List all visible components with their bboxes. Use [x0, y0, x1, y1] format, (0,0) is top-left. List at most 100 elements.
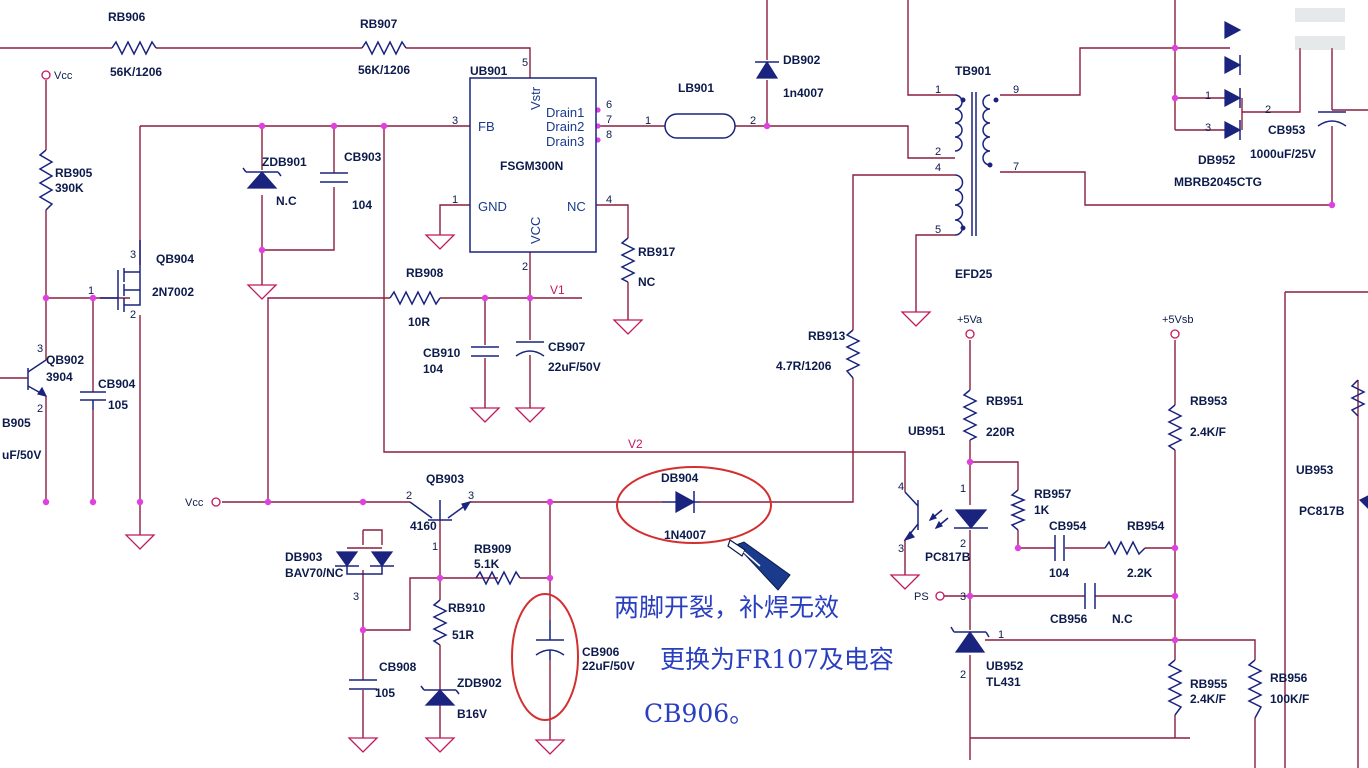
rb953-value: 2.4K/F	[1190, 425, 1226, 439]
db902-ref: DB902	[783, 53, 821, 67]
cb903-capacitor: CB903 104	[320, 150, 382, 212]
db903-value: BAV70/NC	[285, 566, 344, 580]
cb903-value: 104	[352, 198, 372, 212]
rb955-ref: RB955	[1190, 677, 1228, 691]
vcc-mid-terminal: Vcc	[185, 497, 221, 509]
cb910-value: 104	[423, 362, 443, 376]
qb903-value: 4160	[410, 519, 437, 533]
cb906-capacitor: CB906 22uF/50V	[535, 620, 635, 673]
cb907-value: 22uF/50V	[548, 360, 601, 374]
ub901-pin6: 6	[606, 99, 612, 111]
v5a-terminal: +5Va	[957, 314, 983, 339]
tb901-pin2: 2	[935, 146, 941, 158]
rb910-resistor: RB910 51R	[432, 599, 486, 646]
cb907-ref: CB907	[548, 340, 586, 354]
ub901-value: FSGM300N	[500, 159, 563, 173]
rb910-value: 51R	[452, 628, 474, 642]
zdb901-value: N.C	[276, 194, 297, 208]
tb901-pin7: 7	[1013, 161, 1019, 173]
ground-icon	[347, 737, 379, 753]
qb903-ref: QB903	[426, 472, 464, 486]
db952-value: MBRB2045CTG	[1174, 175, 1262, 189]
ub901-nc-label: NC	[567, 199, 586, 214]
ub952-pin1: 1	[998, 629, 1004, 641]
vcc-top-label: Vcc	[54, 70, 73, 82]
ground-icon	[514, 407, 546, 423]
rb907-ref: RB907	[360, 17, 398, 31]
tb901-transformer: TB901 EFD25 1 2 4 5 9 7	[935, 64, 1019, 281]
ub901-drain3-label: Drain3	[546, 134, 584, 149]
ground-icon	[424, 234, 456, 250]
zdb902-ref: ZDB902	[457, 676, 502, 690]
watermark-logo-icon	[1295, 8, 1345, 50]
db904-value: 1N4007	[664, 528, 706, 542]
cb904-capacitor: CB904 105	[80, 377, 136, 412]
cb906-value: 22uF/50V	[582, 659, 635, 673]
tb901-pin5: 5	[935, 224, 941, 236]
qb903-pin1: 1	[432, 541, 438, 553]
annotation-line-1: 两脚开裂，补焊无效	[614, 593, 839, 622]
ub901-pin1: 1	[452, 194, 458, 206]
cb954-ref: CB954	[1049, 519, 1087, 533]
qb904-pin2: 2	[130, 309, 136, 321]
cb908-value: 105	[375, 686, 395, 700]
repair-annotation: 两脚开裂，补焊无效 更换为FR107及电容 CB906。	[614, 593, 894, 728]
rb956-resistor: RB956 100K/F	[1247, 659, 1309, 719]
qb903-pin2: 2	[406, 490, 412, 502]
rb954-resistor: RB954 2.2K	[1104, 519, 1165, 580]
rb955-resistor: RB955 2.4K/F	[1167, 659, 1228, 716]
ub951-pin4: 4	[898, 481, 904, 493]
rb951-value: 220R	[986, 425, 1015, 439]
rb905-resistor: RB905 390K	[38, 149, 93, 211]
lb901-ref: LB901	[678, 81, 714, 95]
ub951-pin2: 2	[960, 538, 966, 550]
db904-highlight-circle	[616, 466, 772, 544]
ub901-pin3: 3	[452, 115, 458, 127]
cb956-ref: CB956	[1050, 612, 1088, 626]
db903-ref: DB903	[285, 550, 323, 564]
ub901-ref: UB901	[470, 64, 508, 78]
cb907-capacitor: CB907 22uF/50V	[515, 340, 601, 374]
qb902-ref: QB902	[46, 353, 84, 367]
db902-diode: DB902 1n4007	[755, 53, 824, 100]
rb906-value: 56K/1206	[110, 65, 162, 79]
pointing-hand-icon	[727, 539, 791, 591]
v5vsb-label: +5Vsb	[1162, 314, 1194, 326]
rb954-value: 2.2K	[1127, 566, 1153, 580]
db904-ref: DB904	[661, 471, 699, 485]
rb913-value: 4.7R/1206	[776, 359, 832, 373]
ground-icon	[889, 574, 921, 590]
qb904-pin3: 3	[130, 249, 136, 261]
rb917-ref: RB917	[638, 245, 676, 259]
ub953-value: PC817B	[1299, 504, 1345, 518]
tb901-pin4: 4	[935, 162, 941, 174]
rb917-value: NC	[638, 275, 656, 289]
cb954-capacitor: CB954 104	[1049, 519, 1087, 580]
rb957-resistor: RB957 1K	[1010, 487, 1072, 531]
zdb902-value: B16V	[457, 707, 487, 721]
ub901-drain1-label: Drain1	[546, 105, 584, 120]
tb901-ref: TB901	[955, 64, 991, 78]
cb908-ref: CB908	[379, 660, 417, 674]
lb901-pin2: 2	[750, 115, 756, 127]
cb904-value: 105	[108, 398, 128, 412]
qb902-value: 3904	[46, 370, 73, 384]
ub953-ref: UB953	[1296, 463, 1334, 477]
qb904-value: 2N7002	[152, 285, 194, 299]
qb904-mosfet: 1 3 2 QB904 2N7002	[88, 240, 194, 321]
rb909-ref: RB909	[474, 542, 512, 556]
tb901-value: EFD25	[955, 267, 993, 281]
ub901-vcc-label: VCC	[528, 217, 543, 244]
ub901-gnd-label: GND	[478, 199, 507, 214]
cb906-ref: CB906	[582, 645, 620, 659]
qb902-transistor: 3 2 QB902 3904	[27, 343, 84, 415]
rb956-ref: RB956	[1270, 671, 1308, 685]
ground-icon	[246, 284, 278, 300]
ground-icon	[124, 534, 156, 550]
annotation-line-2: 更换为FR107及电容	[660, 645, 894, 674]
vcc-mid-label: Vcc	[185, 497, 204, 509]
cb953-ref: CB953	[1268, 123, 1306, 137]
rb905-ref: RB905	[55, 166, 93, 180]
